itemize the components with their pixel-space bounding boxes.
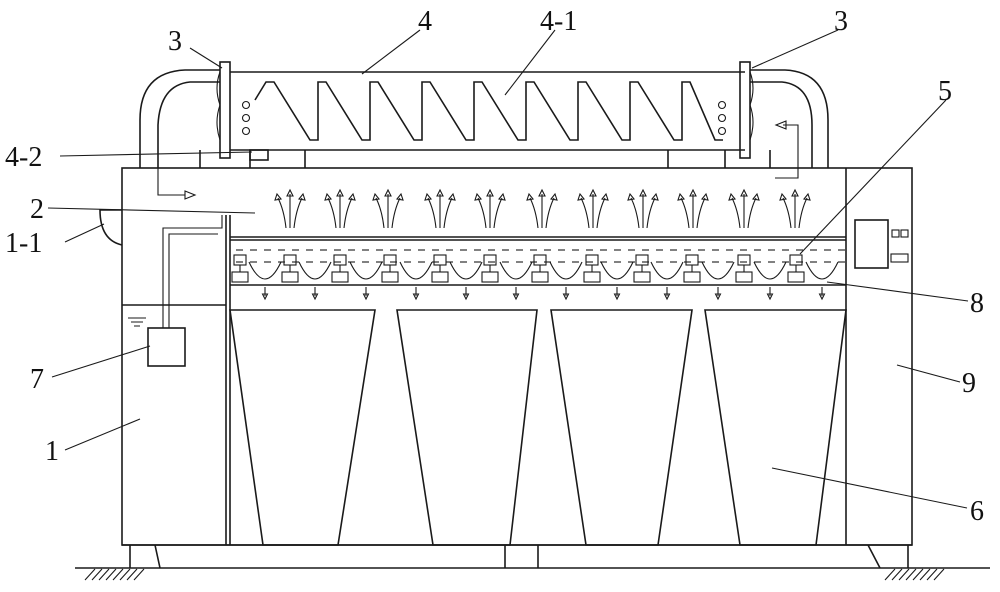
nozzle-row (231, 254, 839, 301)
callout-labels: 3 4 4-1 3 5 4-2 2 1-1 8 7 9 1 6 (5, 6, 984, 527)
top-unit (139, 61, 829, 200)
label-1: 1 (45, 436, 59, 467)
hoppers (229, 309, 847, 546)
water-layer (230, 236, 846, 286)
feet (129, 544, 909, 569)
airflow-arrows (274, 188, 811, 229)
main-cabinet (121, 167, 913, 546)
label-8: 8 (970, 288, 984, 319)
label-3-right: 3 (834, 6, 848, 37)
ground (75, 567, 990, 581)
label-4-1: 4-1 (540, 6, 577, 37)
label-4: 4 (418, 6, 432, 37)
side-inlet (99, 209, 123, 246)
pump (147, 215, 223, 367)
label-2: 2 (30, 194, 44, 225)
label-1-1: 1-1 (5, 228, 42, 259)
label-3-left: 3 (168, 26, 182, 57)
label-6: 6 (970, 496, 984, 527)
label-4-2: 4-2 (5, 142, 42, 173)
label-5: 5 (938, 76, 952, 107)
label-9: 9 (962, 368, 976, 399)
label-7: 7 (30, 364, 44, 395)
leader-lines (47, 29, 969, 509)
